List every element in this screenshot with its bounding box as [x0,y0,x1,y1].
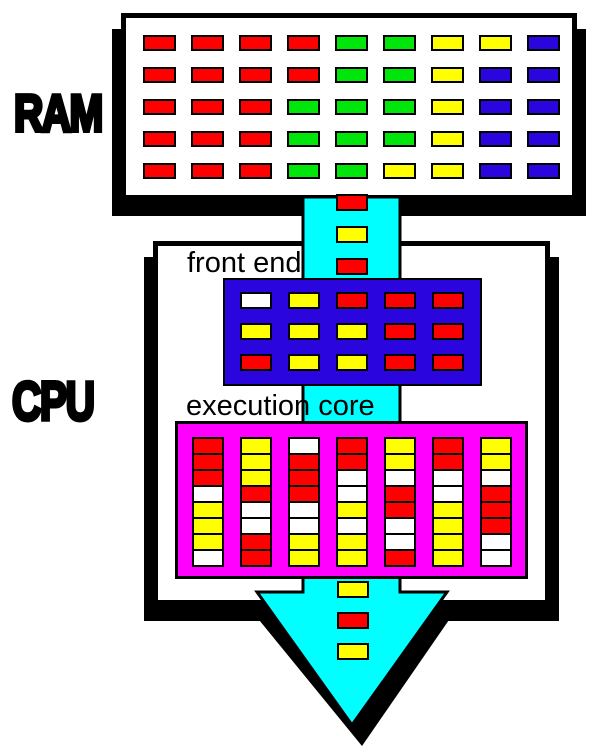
ram-cell [335,131,368,147]
ram-cell [479,35,512,51]
execution-core-cell [288,549,320,567]
front-end-cell [432,292,464,309]
front-end-cell [336,323,368,340]
ram-cell [287,35,320,51]
execution-core-cell [432,549,464,567]
front-end-cell [240,323,272,340]
front-end-cell [384,354,416,371]
ram-cell [335,163,368,179]
ram-cell [479,67,512,83]
ram-cell [191,99,224,115]
front-end-cell [384,292,416,309]
front-end-cell [288,323,320,340]
execution-core-label: execution core [186,390,375,422]
ram-cell [479,131,512,147]
execution-core-cell [384,549,416,567]
front-end-cell [432,323,464,340]
ram-cell [383,99,416,115]
ram-cell [383,35,416,51]
ram-cell [239,67,272,83]
ram-cell [287,67,320,83]
ram-cell [239,99,272,115]
ram-cell [287,131,320,147]
ram-cell [191,35,224,51]
flow-instruction-cell [337,581,369,598]
execution-core-box [175,421,528,579]
ram-cell [287,99,320,115]
front-end-box [223,278,482,386]
execution-core-cell [240,549,272,567]
ram-cell [191,131,224,147]
front-end-grid [240,292,464,371]
execution-core-cell [480,549,512,567]
ram-cell [143,35,176,51]
ram-cell [383,67,416,83]
front-end-cell [288,292,320,309]
execution-core-column [192,437,224,567]
ram-cell [335,35,368,51]
execution-core-column [384,437,416,567]
front-end-cell [240,292,272,309]
flow-instruction-cell [336,258,368,275]
ram-cell [431,131,464,147]
front-end-cell [240,354,272,371]
ram-cell [431,67,464,83]
ram-label: RAM [12,85,104,143]
ram-cell [335,99,368,115]
ram-cell [527,35,560,51]
execution-core-column [288,437,320,567]
ram-cell [383,163,416,179]
flow-queue-top [336,194,368,275]
ram-box [121,13,577,200]
ram-cell [527,99,560,115]
ram-cell [239,35,272,51]
flow-instruction-cell [337,643,369,660]
ram-cell [527,131,560,147]
flow-queue-bottom [337,581,369,660]
ram-cell [191,163,224,179]
front-end-cell [288,354,320,371]
ram-cell [431,99,464,115]
ram-cell [527,163,560,179]
ram-cell [239,131,272,147]
ram-cell [335,67,368,83]
ram-cell [479,99,512,115]
flow-instruction-cell [336,226,368,243]
ram-cell [287,163,320,179]
ram-cell [239,163,272,179]
execution-core-column [240,437,272,567]
front-end-cell [336,292,368,309]
execution-core-cell [192,549,224,567]
front-end-cell [432,354,464,371]
execution-core-columns [192,437,512,567]
execution-core-cell [336,549,368,567]
ram-cell [383,131,416,147]
ram-cell [479,163,512,179]
flow-instruction-cell [337,612,369,629]
ram-cell [143,131,176,147]
ram-cell [527,67,560,83]
front-end-cell [384,323,416,340]
ram-cell [191,67,224,83]
ram-cell [143,67,176,83]
flow-instruction-cell [336,194,368,211]
front-end-label: front end [187,247,302,279]
ram-cell [143,163,176,179]
ram-cell [143,99,176,115]
execution-core-column [432,437,464,567]
ram-cell [431,163,464,179]
cpu-label: CPU [11,370,97,432]
front-end-cell [336,354,368,371]
ram-cell [431,35,464,51]
ram-grid [143,35,560,179]
execution-core-column [336,437,368,567]
execution-core-column [480,437,512,567]
